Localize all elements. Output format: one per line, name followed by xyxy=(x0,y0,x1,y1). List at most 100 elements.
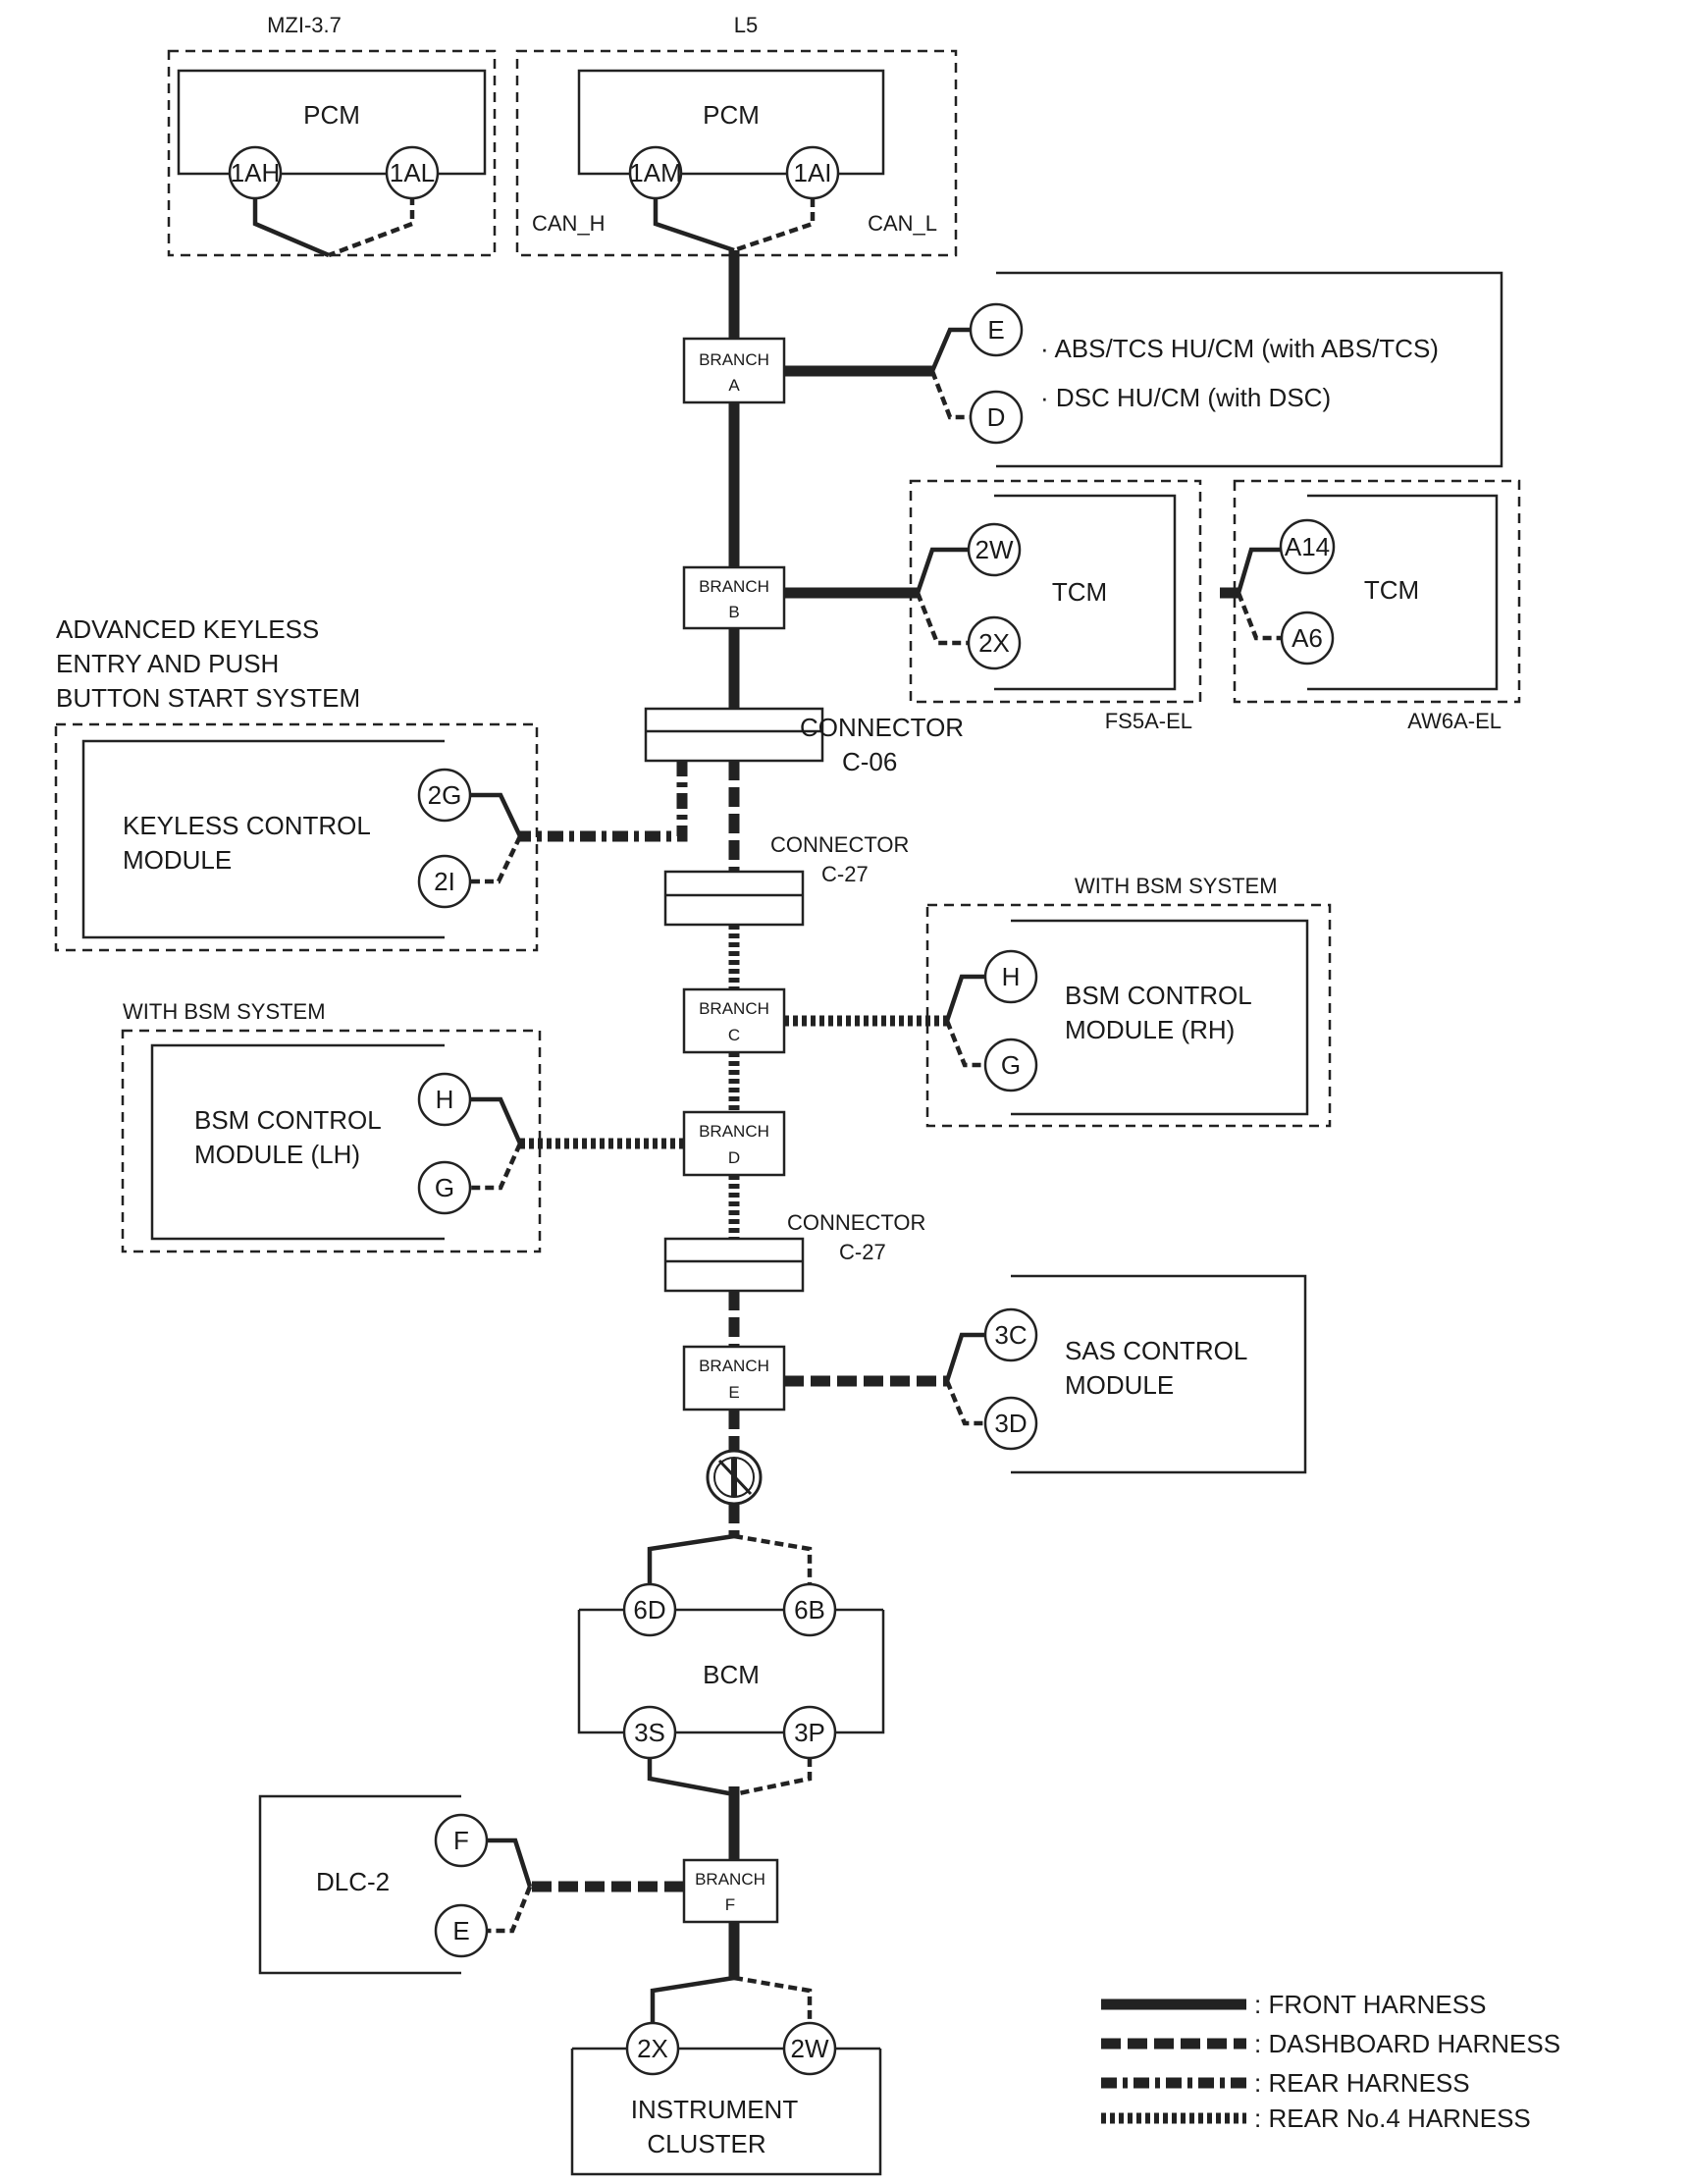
pin-cluster-2x-label: 2X xyxy=(637,2034,668,2063)
pin-a14-circle xyxy=(1279,518,1336,575)
pin-2g-circle xyxy=(417,768,472,823)
tcm-fs5a-variant: FS5A-EL xyxy=(1105,709,1192,733)
pcm-l5-name: PCM xyxy=(703,100,760,130)
dlc-name: DLC-2 xyxy=(316,1867,390,1896)
pcm-mzi-name: PCM xyxy=(303,100,360,130)
pin-bsm-rh-g-circle xyxy=(983,1038,1038,1092)
pin-3c-circle xyxy=(983,1307,1038,1362)
branch-c-letter: C xyxy=(728,1026,740,1044)
pin-1am-label: 1AM xyxy=(629,158,681,187)
bcm-module xyxy=(577,1610,885,1734)
abs-line-2: · DSC HU/CM (with DSC) xyxy=(1040,383,1331,412)
sas-name-2: MODULE xyxy=(1065,1370,1174,1400)
branch-a-letter: A xyxy=(728,376,740,395)
pin-2g-label: 2G xyxy=(428,780,462,810)
pin-abs-e-label: E xyxy=(987,315,1004,345)
pin-1al-circle xyxy=(385,145,440,200)
bsm-lh-name-2: MODULE (LH) xyxy=(194,1140,360,1169)
pcm-mzi-module xyxy=(177,69,487,176)
keyless-heading-3: BUTTON START SYSTEM xyxy=(56,683,360,713)
pin-1al-label: 1AL xyxy=(390,158,435,187)
branch-c-title: BRANCH xyxy=(699,999,769,1018)
wire-tcm-fs5a-l xyxy=(915,592,972,646)
pin-3c-label: 3C xyxy=(994,1320,1027,1350)
wire-tcm-aw6a-h xyxy=(1236,547,1281,594)
wire-keyless-h xyxy=(471,792,523,837)
cluster-name-1: INSTRUMENT xyxy=(631,2095,799,2124)
bsm-lh-heading: WITH BSM SYSTEM xyxy=(123,999,326,1024)
branch-e-title: BRANCH xyxy=(699,1357,769,1375)
sas-module xyxy=(1011,1274,1307,1474)
pcm-l5-group: L5 PCM CAN_H CAN_L 1AM 1AI xyxy=(515,13,958,257)
wire-abs-l xyxy=(929,370,972,420)
abs-module xyxy=(996,271,1503,468)
branch-f-letter: F xyxy=(725,1895,735,1914)
branch-d-letter: D xyxy=(728,1148,740,1167)
pcm-mzi-variant-label: MZI-3.7 xyxy=(267,13,342,37)
wire-dlc-l xyxy=(488,1886,533,1934)
pin-1ai-label: 1AI xyxy=(793,158,831,187)
bsm-lh-name-1: BSM CONTROL xyxy=(194,1105,382,1135)
pin-a14-label: A14 xyxy=(1285,532,1330,561)
bcm-group: BCM 6D 6B 3S 3P xyxy=(577,1533,885,1797)
pin-bsm-rh-h-circle xyxy=(983,949,1038,1004)
abs-line-1: · ABS/TCS HU/CM (with ABS/TCS) xyxy=(1040,334,1439,363)
pin-6d-circle xyxy=(622,1582,677,1637)
wire-dlc-h xyxy=(488,1838,533,1888)
keyless-heading-2: ENTRY AND PUSH xyxy=(56,649,279,678)
wire-pcm-l5-h xyxy=(653,198,735,253)
wire-keyless-l xyxy=(471,835,523,884)
wire-bsm-rh-l xyxy=(944,1020,986,1068)
connector-c06-box xyxy=(644,707,824,763)
branch-b-title: BRANCH xyxy=(699,577,769,596)
cluster-module xyxy=(570,2049,882,2176)
wire-pcm-mzi-l xyxy=(328,196,415,258)
pin-dlc-e-label: E xyxy=(452,1916,469,1945)
connector-c27a-group: CONNECTOR C-27 xyxy=(663,832,909,927)
tcm-aw6a-variant: AW6A-EL xyxy=(1407,709,1502,733)
bsm-rh-name-2: MODULE (RH) xyxy=(1065,1015,1235,1044)
branch-e-letter: E xyxy=(728,1383,739,1402)
tcm-fs5a-optional-frame xyxy=(909,479,1202,704)
pin-2i-circle xyxy=(417,854,472,909)
pin-3d-label: 3D xyxy=(994,1409,1027,1438)
bsm-lh-optional-frame xyxy=(121,1029,542,1253)
wire-sas-h xyxy=(944,1332,986,1382)
wire-bsm-lh-h xyxy=(471,1096,523,1145)
pin-a6-label: A6 xyxy=(1292,623,1323,653)
harness-legend: : FRONT HARNESS : DASHBOARD HARNESS : RE… xyxy=(1101,1990,1560,2133)
pcm-l5-optional-frame xyxy=(515,49,958,257)
connector-c27a-id: C-27 xyxy=(821,862,869,886)
connector-c27a-box xyxy=(663,870,805,927)
terminator-symbol xyxy=(706,1449,763,1506)
bsm-rh-name-1: BSM CONTROL xyxy=(1065,981,1252,1010)
keyless-heading-1: ADVANCED KEYLESS xyxy=(56,614,319,644)
connector-c27b-id: C-27 xyxy=(839,1240,886,1264)
keyless-group: ADVANCED KEYLESS ENTRY AND PUSH BUTTON S… xyxy=(54,614,688,952)
wire-c06-to-keyless xyxy=(520,761,688,842)
wire-bcm-bottom-l xyxy=(733,1758,813,1797)
pin-6b-label: 6B xyxy=(794,1595,825,1625)
wire-bcm-top-h xyxy=(647,1533,735,1585)
wire-bsm-rh-h xyxy=(944,974,986,1022)
pin-bsm-lh-h-circle xyxy=(417,1072,472,1127)
tcm-aw6a-optional-frame xyxy=(1233,479,1521,704)
pin-bsm-rh-g-label: G xyxy=(1001,1050,1021,1080)
keyless-name-2: MODULE xyxy=(123,845,232,875)
pcm-l5-variant-label: L5 xyxy=(734,13,758,37)
pin-1ah-circle xyxy=(228,145,283,200)
bsm-rh-heading: WITH BSM SYSTEM xyxy=(1075,874,1278,898)
pcm-mzi-optional-frame xyxy=(167,49,497,257)
connector-c06-title: CONNECTOR xyxy=(800,713,964,742)
pin-6d-label: 6D xyxy=(633,1595,665,1625)
wire-sas-l xyxy=(944,1380,986,1426)
pin-3d-circle xyxy=(983,1396,1038,1451)
tcm-aw6a-name: TCM xyxy=(1364,575,1419,605)
tcm-fs5a-module xyxy=(994,494,1177,691)
connector-c27b-box xyxy=(663,1237,805,1293)
connector-c27b-title: CONNECTOR xyxy=(787,1210,925,1235)
legend-label-rear-no4: : REAR No.4 HARNESS xyxy=(1254,2104,1531,2133)
wire-bsm-lh-l xyxy=(471,1143,523,1191)
legend-label-rear: : REAR HARNESS xyxy=(1254,2068,1470,2098)
pin-abs-e-circle xyxy=(969,302,1024,357)
